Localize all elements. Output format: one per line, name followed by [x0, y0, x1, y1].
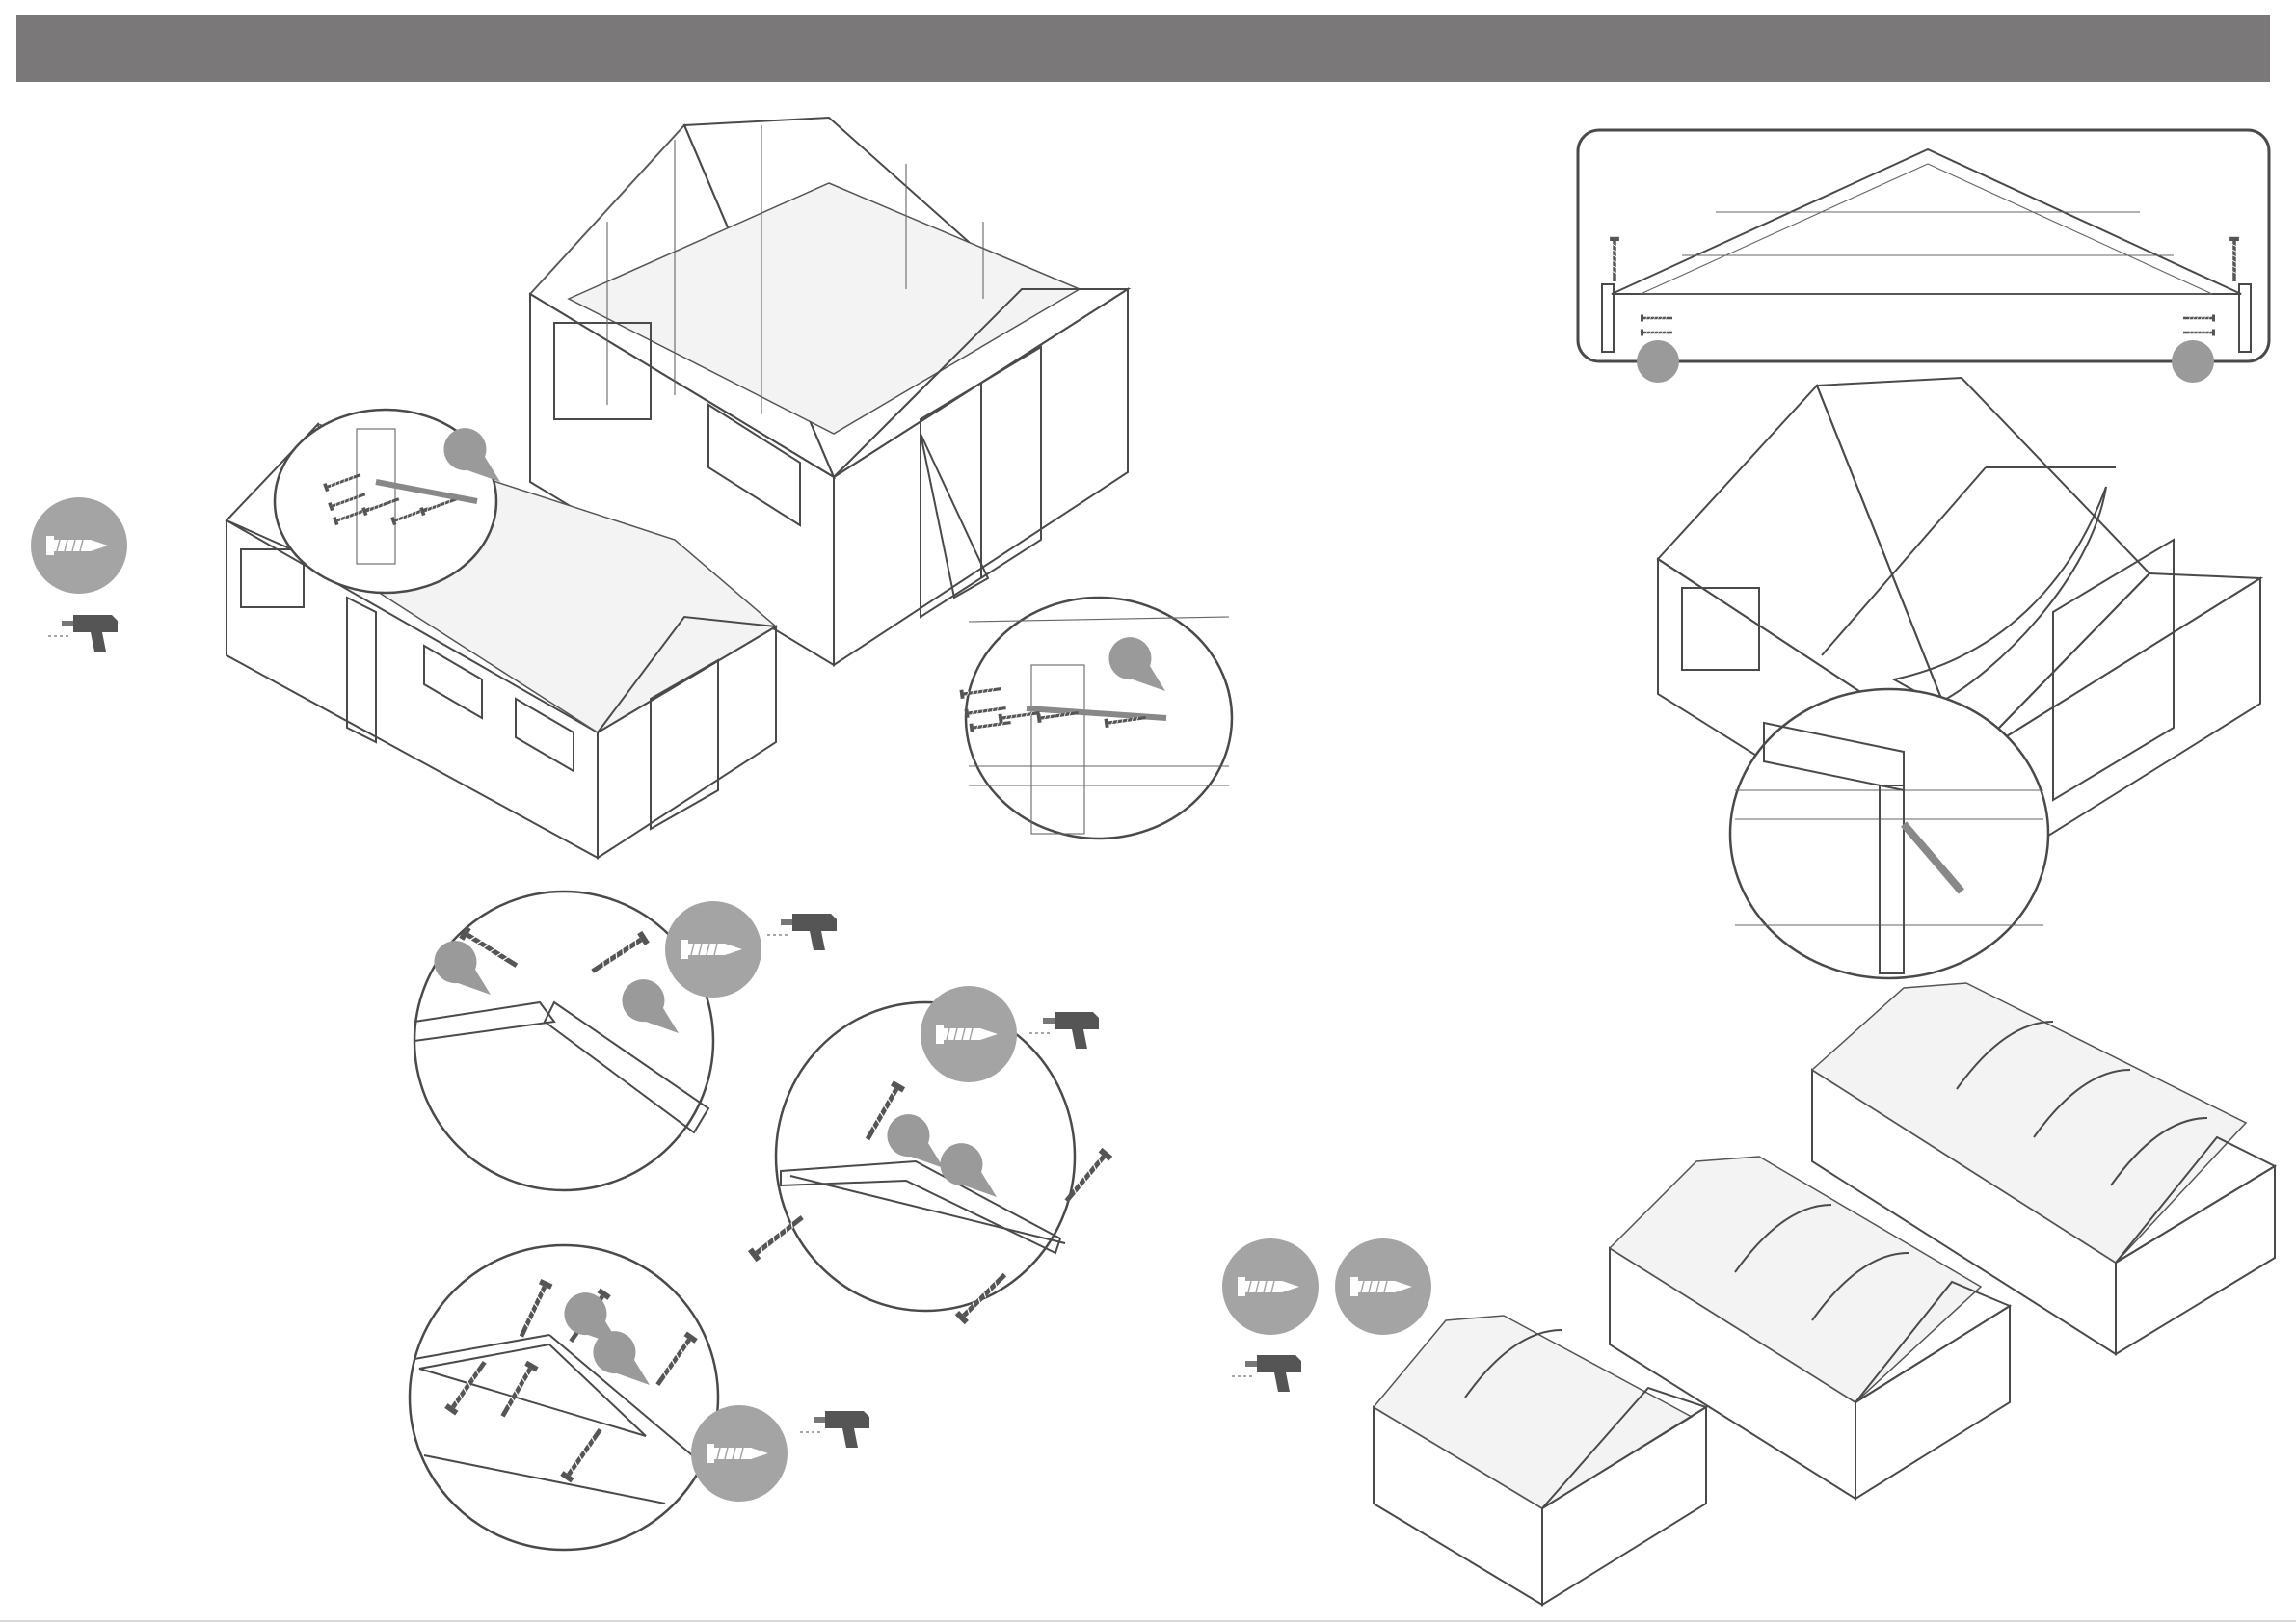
step-tools-left: [31, 497, 127, 652]
shed-size-small: [1374, 1316, 1706, 1605]
detail-circle-gable-triangle: [410, 1245, 718, 1550]
drill-icon: [800, 1411, 869, 1448]
drill-icon: [1029, 1012, 1099, 1049]
screw-icon: [691, 1405, 788, 1502]
step-tools-truss-sizes: [1222, 1238, 1431, 1392]
panel-roof-truss-profile: [1578, 130, 2269, 383]
shed-size-medium: [1610, 1157, 2010, 1499]
detail-circle-bracket-right: [921, 434, 1232, 839]
screw-icon: [1335, 1238, 1431, 1335]
screw-icon: [1222, 1238, 1319, 1335]
screw-icon: [31, 497, 127, 594]
screw-icon: [921, 986, 1017, 1082]
drill-icon: [1232, 1355, 1301, 1392]
drill-icon: [48, 615, 118, 652]
detail-circle-truss-joint: [1730, 689, 2048, 978]
drill-icon: [767, 914, 837, 950]
detail-circle-bracket-left: [275, 410, 500, 593]
screw-icon: [665, 901, 761, 998]
